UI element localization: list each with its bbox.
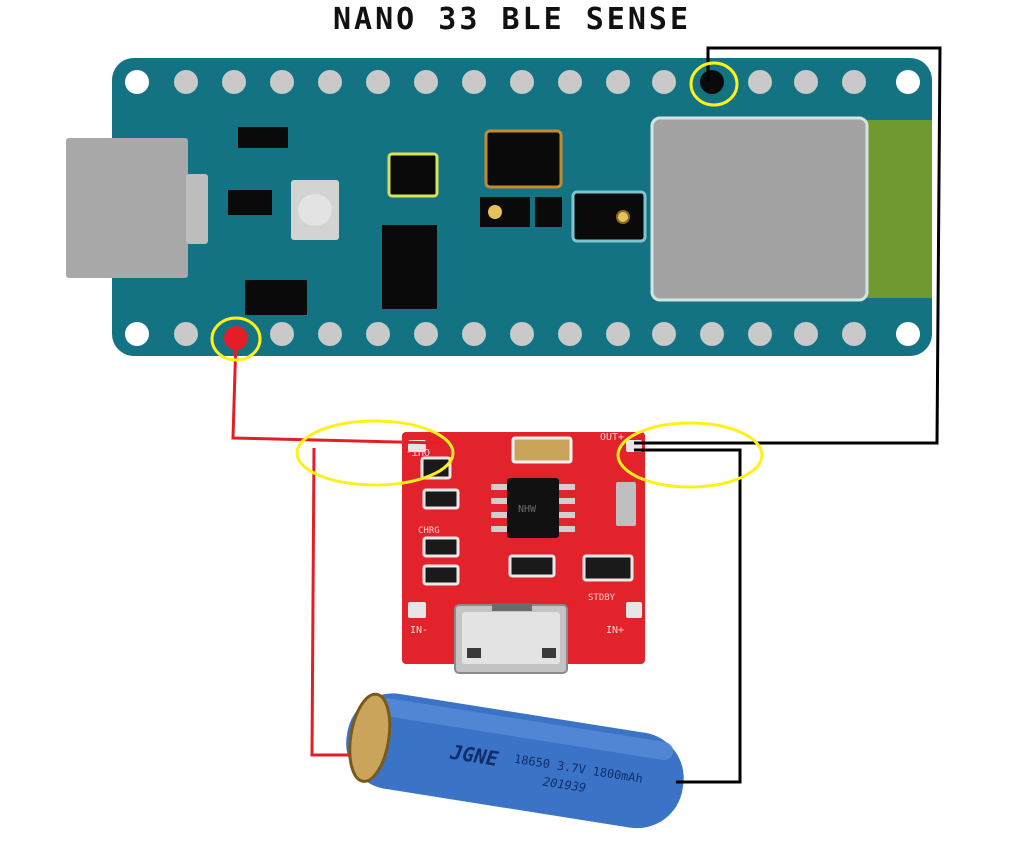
highlight-gnd-pin	[689, 61, 739, 107]
smd-component	[480, 197, 530, 227]
gnd-pin	[700, 70, 724, 94]
wire-gnd-to-out-minus	[634, 46, 942, 445]
label-out-minus: OUT-	[406, 446, 430, 457]
usb-connector-icon	[66, 138, 188, 278]
smd-component	[228, 190, 272, 215]
diagram-title: NANO 33 BLE SENSE	[332, 2, 692, 37]
smd-component	[238, 127, 288, 148]
smd-component	[245, 280, 307, 315]
battery-body	[346, 693, 684, 829]
charger-board: OUT- OUT+ IN- IN+ NHW CHRG STDBY	[402, 432, 645, 674]
smd-component	[535, 197, 562, 227]
charger-ic	[507, 478, 559, 538]
led-label-stdby: STDBY	[588, 593, 616, 603]
wire-vin-to-out-plus	[231, 337, 441, 445]
label-out-plus: OUT+	[600, 432, 624, 443]
highlight-charger-left	[295, 419, 455, 487]
ble-module	[650, 116, 869, 302]
capacitor	[511, 436, 573, 464]
battery-positive-cap	[348, 692, 392, 783]
wire-battery-positive	[310, 447, 350, 757]
highlight-charger-right	[616, 421, 764, 489]
wire-battery-negative	[634, 448, 742, 784]
battery-18650: JGNE 18650 3.7V 1800mAh 201939	[346, 692, 684, 829]
reset-button-cap	[298, 194, 332, 226]
microphone-chip	[571, 190, 647, 243]
arduino-nano-board	[66, 58, 932, 356]
led-label-chrg: CHRG	[418, 526, 440, 536]
top-pin-header	[125, 70, 920, 94]
label-in-plus: IN+	[606, 625, 624, 636]
voltage-regulator-chip	[382, 225, 437, 309]
bottom-pin-header	[125, 322, 920, 350]
sensor-chip	[387, 152, 439, 198]
antenna-area	[865, 120, 932, 298]
label-in-minus: IN-	[410, 625, 428, 636]
chip-marking: NHW	[518, 504, 537, 515]
usb-connector-lip	[186, 174, 208, 244]
imu-chip	[484, 129, 563, 189]
highlight-vin-pin	[210, 316, 262, 362]
battery-code: 201939	[542, 775, 587, 796]
